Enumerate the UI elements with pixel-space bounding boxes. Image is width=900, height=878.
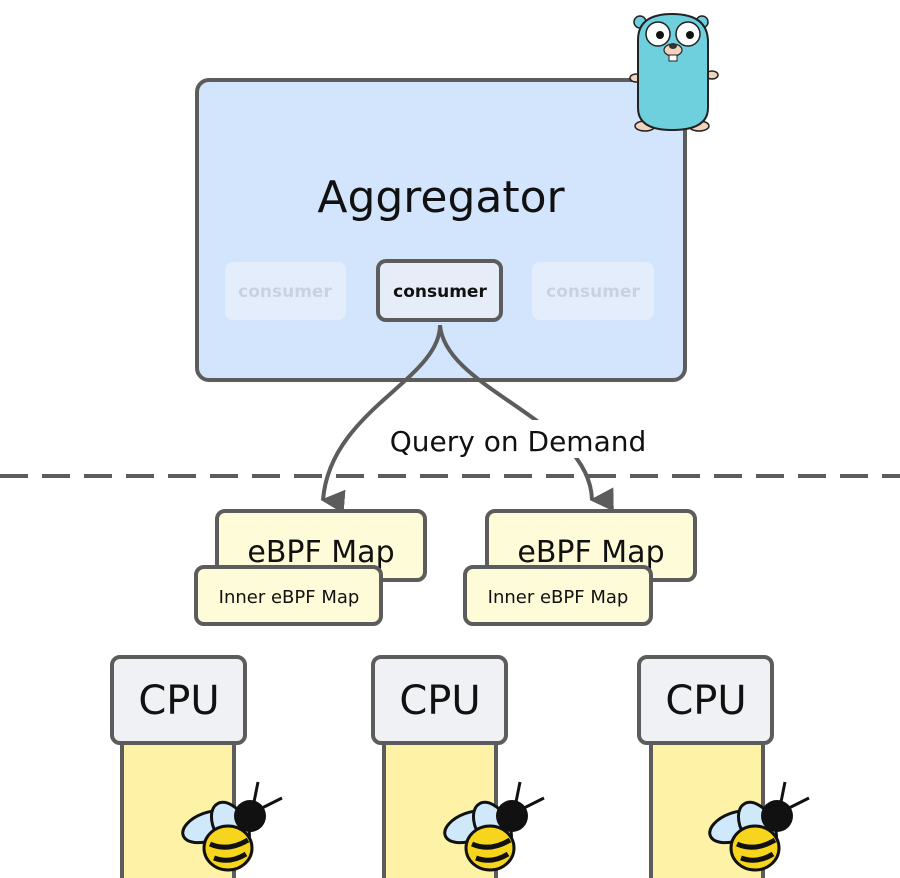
inner-ebpf-map-label: Inner eBPF Map [488, 587, 629, 608]
edge-label-query: Query on Demand [390, 425, 647, 458]
gopher-icon [629, 12, 719, 132]
cpu-label: CPU [399, 678, 480, 724]
aggregator-box: Aggregator consumer consumer consumer [195, 78, 687, 382]
bee-icon [708, 781, 810, 872]
ebpf-map-left: eBPF Map Inner eBPF Map [194, 509, 427, 626]
ebpf-map-label: eBPF Map [247, 535, 394, 570]
consumer-label: consumer [238, 282, 332, 302]
ebpf-map-label: eBPF Map [517, 535, 664, 570]
bee-icon [443, 781, 545, 872]
consumer-box-active: consumer [376, 259, 503, 322]
cpu-label: CPU [665, 678, 746, 724]
consumer-label: consumer [393, 282, 487, 302]
query-arrow-right [438, 324, 614, 512]
consumer-box-right: consumer [532, 262, 654, 320]
inner-ebpf-map-right: Inner eBPF Map [463, 565, 653, 626]
cpu-label: CPU [138, 678, 219, 724]
consumer-box-left: consumer [225, 262, 346, 320]
inner-ebpf-map-left: Inner eBPF Map [194, 565, 383, 626]
ebpf-map-right: eBPF Map Inner eBPF Map [463, 509, 697, 626]
aggregator-title: Aggregator [317, 172, 565, 223]
bee-icon [181, 781, 283, 872]
query-arrow-left [320, 324, 442, 514]
inner-ebpf-map-label: Inner eBPF Map [219, 587, 360, 608]
consumer-label: consumer [546, 282, 640, 302]
